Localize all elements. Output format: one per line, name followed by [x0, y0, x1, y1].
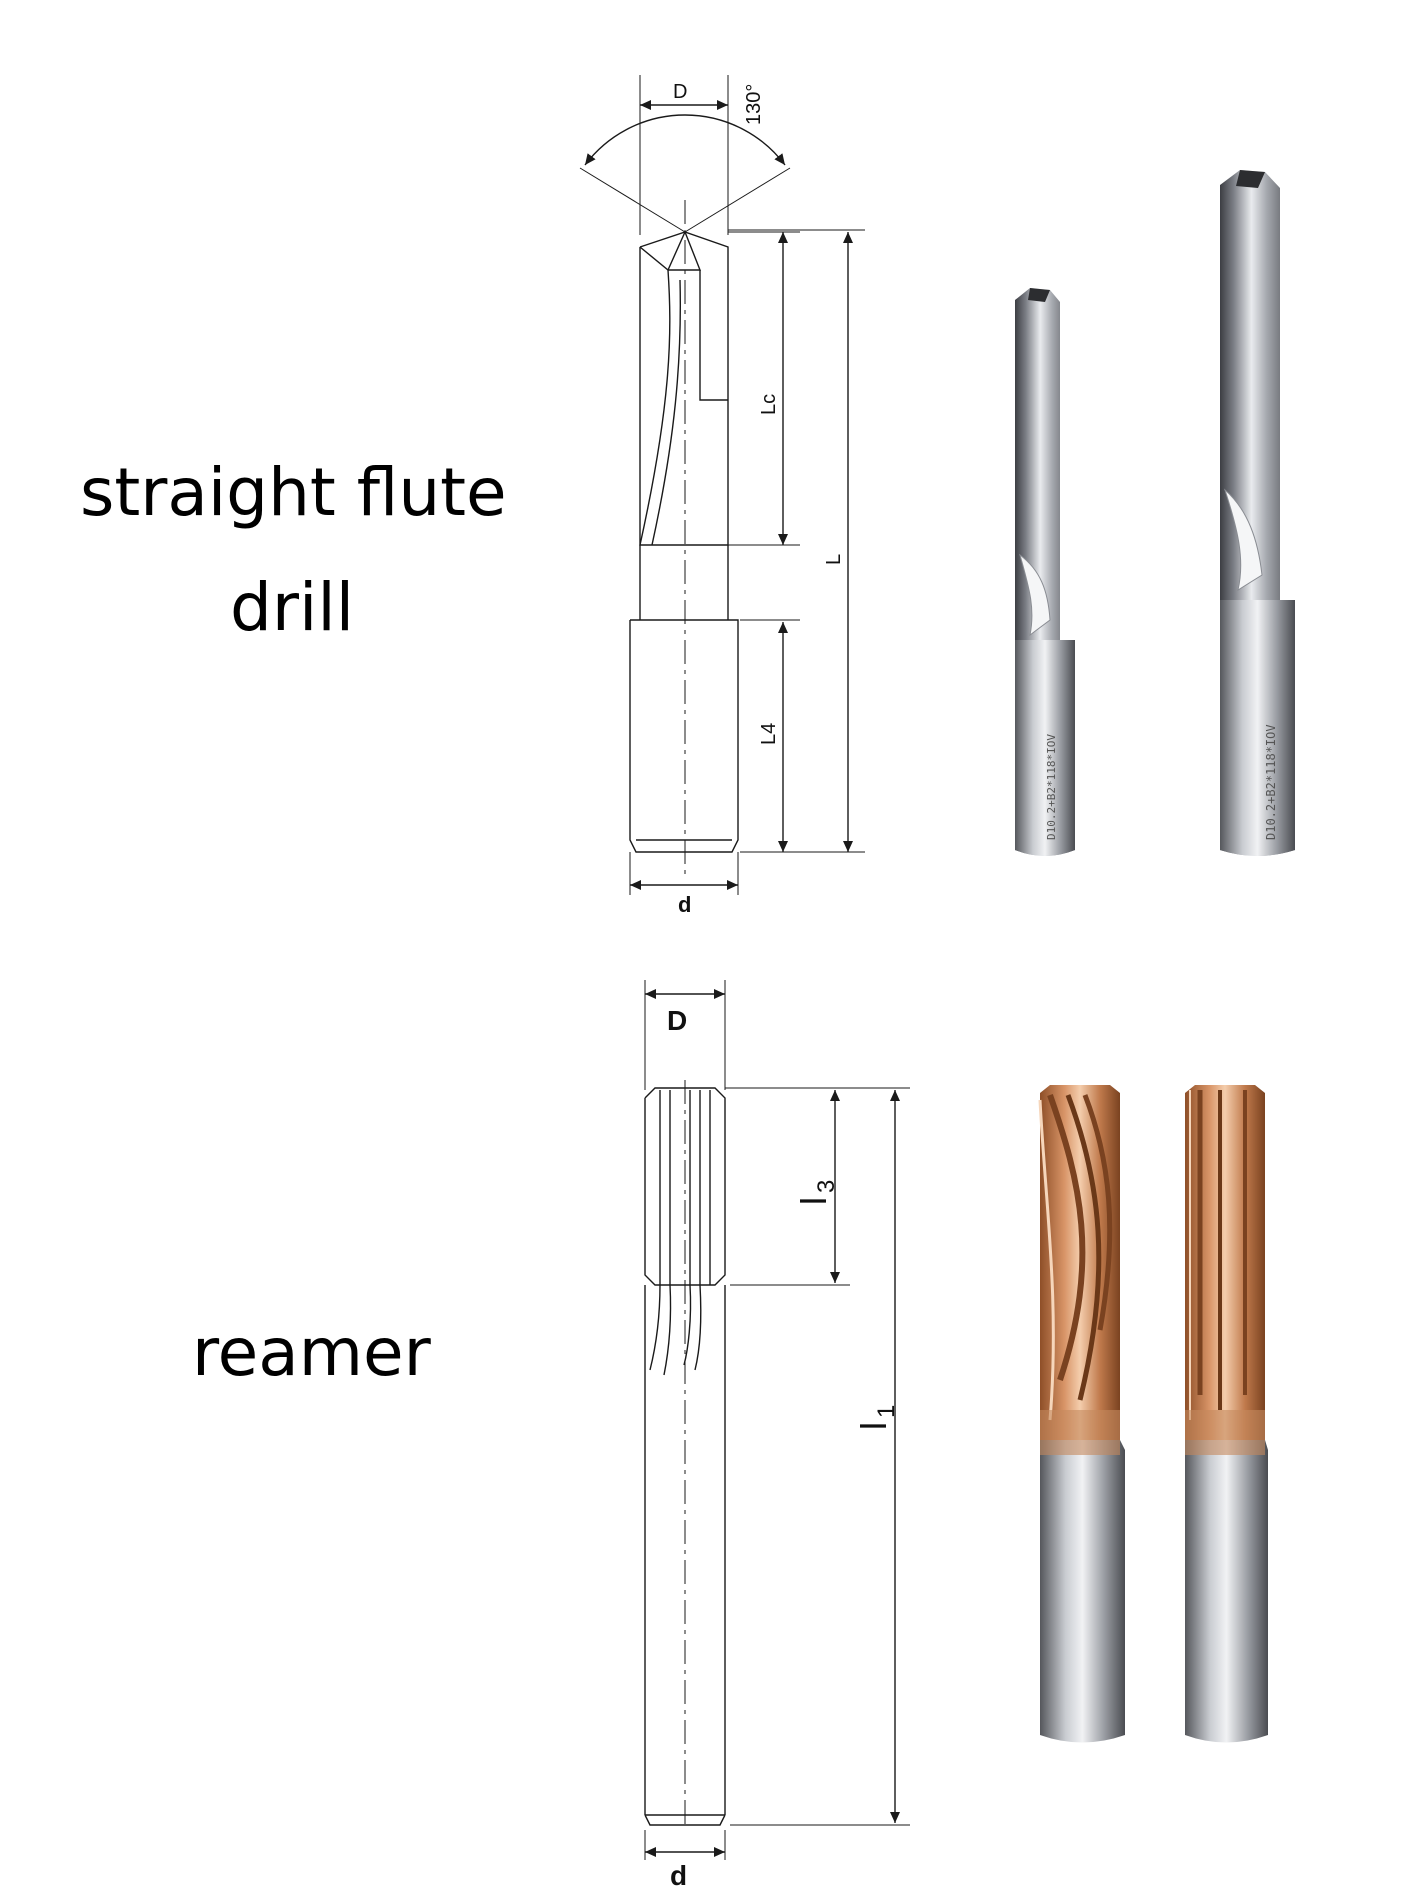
reamer-photo-helical: [1038, 1085, 1125, 1743]
drill-body-outline: [639, 231, 729, 546]
reamer-dim-l1-main: l: [853, 1422, 894, 1430]
reamer-dim-l3-main: l: [793, 1197, 834, 1205]
reamer-dim-l3: l 3: [793, 1180, 840, 1205]
reamer-dim-d: d: [670, 1860, 687, 1890]
reamer-dim-l1: l 1: [853, 1405, 900, 1430]
drill-photo-long: D10.2+B2*118*IOV: [1220, 170, 1295, 856]
drill-dim-angle: 130°: [743, 84, 765, 125]
reamer-head-outline: [644, 1087, 726, 1286]
svg-text:D10.2+B2*118*IOV: D10.2+B2*118*IOV: [1264, 724, 1278, 840]
drill-photo-short: D10.2+B2*118*IOV: [1015, 288, 1075, 856]
svg-text:D10.2+B2*118*IOV: D10.2+B2*118*IOV: [1045, 734, 1058, 840]
reamer-dim-l3-sub: 3: [813, 1180, 840, 1193]
drill-dim-Lc: Lc: [758, 394, 780, 415]
drill-dim-L: L: [823, 554, 845, 565]
drill-dim-L4: L4: [758, 723, 780, 745]
reamer-drawing: [644, 980, 910, 1860]
drill-shank: [629, 619, 739, 853]
drill-title-line1: straight flute: [80, 454, 507, 531]
reamer-dim-D: D: [667, 1005, 687, 1036]
drill-dim-D: D: [673, 81, 687, 103]
drill-drawing: [579, 75, 865, 895]
reamer-title: reamer: [192, 1314, 431, 1391]
drill-flute: [639, 269, 728, 546]
reamer-dim-l1-sub: 1: [873, 1405, 900, 1418]
reamer-photo-straight: [1185, 1085, 1268, 1743]
drill-dim-d: d: [678, 892, 691, 917]
drill-title-line2: drill: [230, 569, 355, 646]
